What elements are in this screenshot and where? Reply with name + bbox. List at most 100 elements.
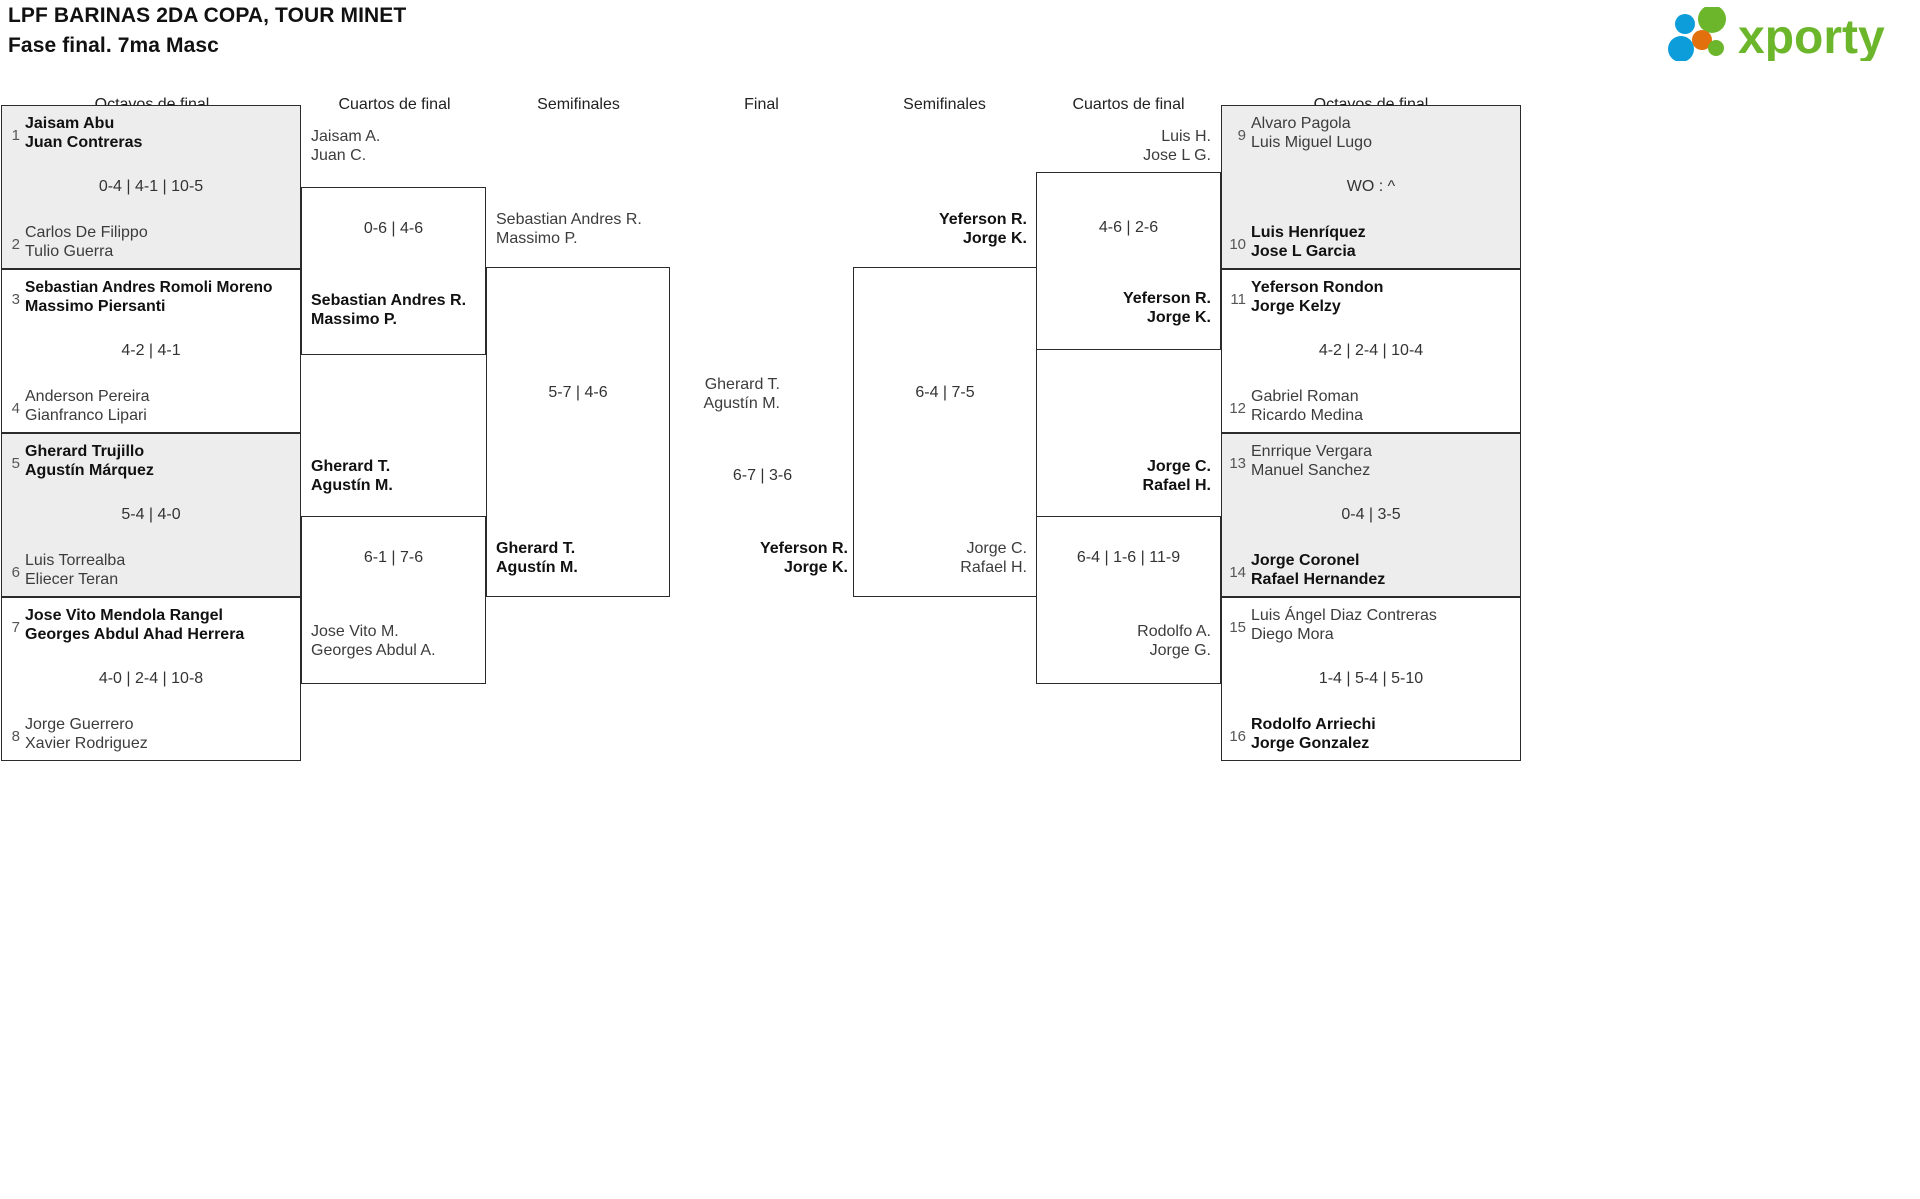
match-box[interactable] — [1, 433, 301, 597]
player-name: Jose Vito M. — [311, 623, 399, 640]
player-name: Massimo P. — [496, 230, 578, 247]
player-name: Rafael H. — [960, 559, 1027, 576]
player-name: Anderson Pereira — [25, 388, 150, 405]
player-name: Enrrique Vergara — [1251, 443, 1372, 460]
match-box[interactable] — [301, 187, 486, 355]
seed-number: 13 — [1229, 455, 1246, 472]
round-header-left-sf: Semifinales — [537, 96, 620, 113]
seed-number: 7 — [11, 619, 20, 636]
match-score: 4-2 | 2-4 | 10-4 — [1318, 342, 1424, 359]
match-box[interactable] — [1, 269, 301, 433]
match-score: 4-6 | 2-6 — [1098, 219, 1159, 236]
player-name: Manuel Sanchez — [1251, 462, 1371, 479]
player-name: Jaisam Abu — [25, 115, 115, 132]
player-name: Sebastian Andres Romoli Moreno — [25, 279, 273, 296]
seed-number: 11 — [1230, 291, 1246, 308]
player-name: Sebastian Andres R. — [496, 211, 642, 228]
match-box[interactable] — [1, 105, 301, 269]
match-score: 0-6 | 4-6 — [363, 220, 424, 237]
player-name: Yeferson R. — [938, 211, 1027, 228]
player-name: Jorge Kelzy — [1251, 298, 1341, 315]
player-name: Jaisam A. — [311, 128, 381, 145]
seed-number: 14 — [1229, 564, 1246, 581]
round-header-left-qf: Cuartos de final — [338, 96, 451, 113]
seed-number: 15 — [1229, 619, 1246, 636]
player-name: Rafael Hernandez — [1251, 571, 1386, 588]
player-name: Jorge Guerrero — [25, 716, 134, 733]
player-name: Jose Vito Mendola Rangel — [25, 607, 223, 624]
match-score: 6-1 | 7-6 — [363, 549, 424, 566]
match-box[interactable] — [1221, 597, 1521, 761]
match-score: WO : ^ — [1346, 178, 1396, 195]
seed-number: 12 — [1229, 400, 1246, 417]
player-name: Xavier Rodriguez — [25, 735, 148, 752]
player-name: Jorge Gonzalez — [1251, 735, 1370, 752]
player-name: Jorge K. — [783, 559, 848, 576]
round-header-right-qf: Cuartos de final — [1072, 96, 1185, 113]
seed-number: 5 — [11, 455, 20, 472]
player-name: Agustín M. — [311, 477, 393, 494]
player-name: Jorge Coronel — [1251, 552, 1360, 569]
match-score: 6-4 | 1-6 | 11-9 — [1076, 549, 1181, 566]
player-name: Agustín M. — [703, 395, 780, 412]
player-name: Sebastian Andres R. — [311, 292, 467, 309]
tournament-subtitle: Fase final. 7ma Masc — [8, 34, 219, 57]
player-name: Rodolfo Arriechi — [1251, 716, 1376, 733]
seed-number: 1 — [11, 127, 20, 144]
player-name: Massimo Piersanti — [25, 298, 166, 315]
match-score: 6-4 | 7-5 — [915, 384, 975, 401]
player-name: Jorge C. — [966, 540, 1027, 557]
player-name: Luis Torrealba — [25, 552, 126, 569]
player-name: Juan C. — [311, 147, 367, 164]
seed-number: 10 — [1229, 236, 1246, 253]
seed-number: 6 — [11, 564, 20, 581]
match-box[interactable] — [1, 597, 301, 761]
match-box[interactable] — [1221, 433, 1521, 597]
match-box[interactable] — [1036, 516, 1221, 684]
round-header-right-sf: Semifinales — [903, 96, 986, 113]
player-name: Alvaro Pagola — [1251, 115, 1351, 132]
player-name: Yeferson R. — [1122, 290, 1211, 307]
player-name: Gherard T. — [704, 376, 780, 393]
player-name: Agustín M. — [496, 559, 578, 576]
player-name: Gianfranco Lipari — [25, 407, 147, 424]
xporty-logo-icon: xporty — [1668, 7, 1885, 61]
player-name: Tulio Guerra — [25, 243, 114, 260]
match-box[interactable] — [853, 267, 1037, 597]
match-score: 0-4 | 4-1 | 10-5 — [98, 178, 204, 195]
seed-number: 4 — [11, 400, 20, 417]
match-box[interactable] — [301, 516, 486, 684]
match-score: 0-4 | 3-5 — [1341, 506, 1401, 523]
seed-number: 16 — [1229, 728, 1246, 745]
match-score: 5-4 | 4-0 — [121, 506, 181, 523]
match-box[interactable] — [1221, 269, 1521, 433]
player-name: Luis Ángel Diaz Contreras — [1251, 607, 1437, 624]
player-name: Juan Contreras — [25, 134, 143, 151]
seed-number: 2 — [11, 236, 20, 253]
player-name: Gherard Trujillo — [25, 443, 145, 460]
player-name: Luis Henríquez — [1251, 224, 1366, 241]
player-name: Gherard T. — [311, 458, 391, 475]
player-name: Georges Abdul A. — [311, 642, 436, 659]
match-box[interactable] — [1221, 105, 1521, 269]
player-name: Jorge K. — [962, 230, 1027, 247]
round-header-final: Final — [744, 96, 779, 113]
match-score: 5-7 | 4-6 — [548, 384, 608, 401]
seed-number: 8 — [11, 728, 20, 745]
player-name: Gabriel Roman — [1251, 388, 1359, 405]
seed-number: 9 — [1237, 127, 1246, 144]
seed-number: 3 — [11, 291, 20, 308]
match-box[interactable] — [1036, 172, 1221, 350]
player-name: Massimo P. — [311, 311, 397, 328]
player-name: Luis H. — [1161, 128, 1211, 145]
match-score: 4-0 | 2-4 | 10-8 — [98, 670, 204, 687]
player-name: Georges Abdul Ahad Herrera — [25, 626, 245, 643]
player-name: Diego Mora — [1251, 626, 1334, 643]
player-name: Yeferson R. — [759, 540, 848, 557]
match-score: 4-2 | 4-1 — [121, 342, 181, 359]
xporty-logo[interactable]: xporty — [1664, 7, 1910, 61]
player-name: Jorge K. — [1146, 309, 1211, 326]
match-box[interactable] — [486, 267, 670, 597]
player-name: Carlos De Filippo — [25, 224, 148, 241]
player-name: Rafael H. — [1142, 477, 1211, 494]
